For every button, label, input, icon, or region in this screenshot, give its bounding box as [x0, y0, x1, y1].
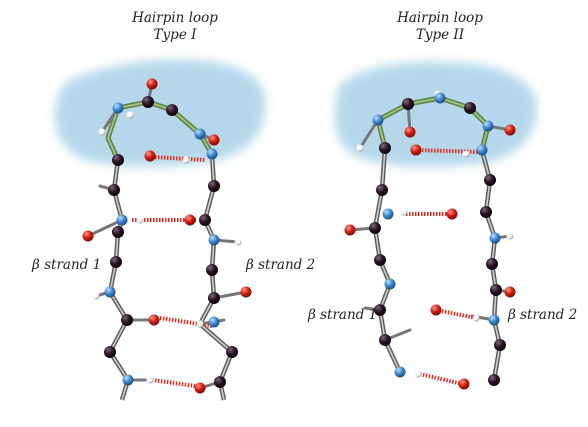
side-bond [86, 218, 124, 238]
carbon-atom [112, 154, 124, 166]
hydrogen-atom [472, 314, 480, 322]
panel-1-strand-2-label: β strand 2 [246, 257, 316, 273]
hydrogen-atom [462, 150, 470, 158]
carbon-atom [494, 339, 506, 351]
carbon-atom [166, 104, 178, 116]
side-bond [358, 118, 380, 150]
backbone-bond-highlight [199, 153, 233, 401]
carbon-atom [480, 206, 492, 218]
carbon-atom [379, 334, 391, 346]
hydrogen-bond [151, 378, 197, 388]
oxygen-atom [404, 126, 416, 138]
nitrogen-atom [489, 232, 501, 244]
oxygen-atom [504, 286, 516, 298]
nitrogen-atom [112, 102, 124, 114]
hydrogen-atom [196, 320, 204, 328]
carbon-atom [402, 98, 414, 110]
carbon-atom [226, 346, 238, 358]
oxygen-atom [458, 378, 470, 390]
panel-2-title-line2: Type II [415, 27, 465, 43]
carbon-atom [199, 214, 211, 226]
carbon-atom [108, 184, 120, 196]
carbon-atom [110, 256, 122, 268]
panel-1-title-line2: Type I [153, 27, 197, 43]
nitrogen-atom [104, 286, 116, 298]
oxygen-atom [144, 150, 156, 162]
hydrogen-atom [98, 128, 106, 136]
hydrogen-atom [146, 376, 154, 384]
oxygen-atom [430, 304, 442, 316]
carbon-atom [104, 346, 116, 358]
nitrogen-atom [434, 92, 446, 104]
nitrogen-atom [384, 278, 396, 290]
carbon-atom [112, 226, 124, 238]
hydrogen-bond [419, 372, 463, 386]
carbon-atom [464, 102, 476, 114]
oxygen-atom [82, 230, 94, 242]
oxygen-atom [146, 78, 158, 90]
carbon-atom [486, 258, 498, 270]
panel-2-title-line1: Hairpin loop [397, 10, 483, 26]
hydrogen-atom [92, 292, 100, 300]
nitrogen-atom [372, 114, 384, 126]
oxygen-atom [446, 208, 458, 220]
carbon-atom [376, 184, 388, 196]
nitrogen-atom [206, 148, 218, 160]
nitrogen-atom [488, 314, 500, 326]
loop-region-shade [54, 59, 266, 167]
hydrogen-atom [182, 156, 190, 164]
hydrogen-bond [435, 308, 477, 320]
panel-2-strand-1-label: β strand 1 [308, 307, 378, 323]
nitrogen-atom [194, 128, 206, 140]
panel-2-title: Hairpin loop Type II [370, 10, 510, 44]
oxygen-atom [194, 382, 206, 394]
carbon-atom [208, 292, 220, 304]
nitrogen-atom [122, 374, 134, 386]
panel-2-strand-2-label: β strand 2 [508, 307, 578, 323]
carbon-atom [374, 304, 386, 316]
nitrogen-atom [116, 214, 128, 226]
hydrogen-atom [136, 216, 144, 224]
hydrogen-atom [506, 232, 514, 240]
oxygen-atom [410, 144, 422, 156]
nitrogen-atom [482, 120, 494, 132]
oxygen-atom [504, 124, 516, 136]
hydrogen-atom [414, 370, 422, 378]
panel-1-title-line1: Hairpin loop [132, 10, 218, 26]
oxygen-atom [184, 214, 196, 226]
hydrogen-atom [234, 238, 242, 246]
carbon-atom [488, 374, 500, 386]
oxygen-atom [148, 314, 160, 326]
backbone-bond-highlight [109, 159, 129, 401]
oxygen-atom [208, 134, 220, 146]
carbon-atom [208, 180, 220, 192]
loop-region-shade [334, 61, 537, 167]
carbon-atom [374, 254, 386, 266]
carbon-atom [121, 314, 133, 326]
carbon-atom [484, 174, 496, 186]
oxygen-atom [344, 224, 356, 236]
carbon-atom [214, 376, 226, 388]
carbon-atom [369, 222, 381, 234]
panel-1-title: Hairpin loop Type I [105, 10, 245, 44]
panel-1-strand-1-label: β strand 1 [32, 257, 102, 273]
carbon-atom [142, 96, 154, 108]
carbon-atom [379, 142, 391, 154]
nitrogen-atom [394, 366, 406, 378]
hydrogen-atom [356, 144, 364, 152]
nitrogen-atom [382, 208, 394, 220]
nitrogen-atom [208, 316, 220, 328]
carbon-atom [490, 284, 502, 296]
hydrogen-atom [126, 111, 134, 119]
nitrogen-atom [208, 234, 220, 246]
carbon-atom [206, 264, 218, 276]
oxygen-atom [240, 286, 252, 298]
nitrogen-atom [476, 144, 488, 156]
hydrogen-atom [400, 208, 408, 216]
